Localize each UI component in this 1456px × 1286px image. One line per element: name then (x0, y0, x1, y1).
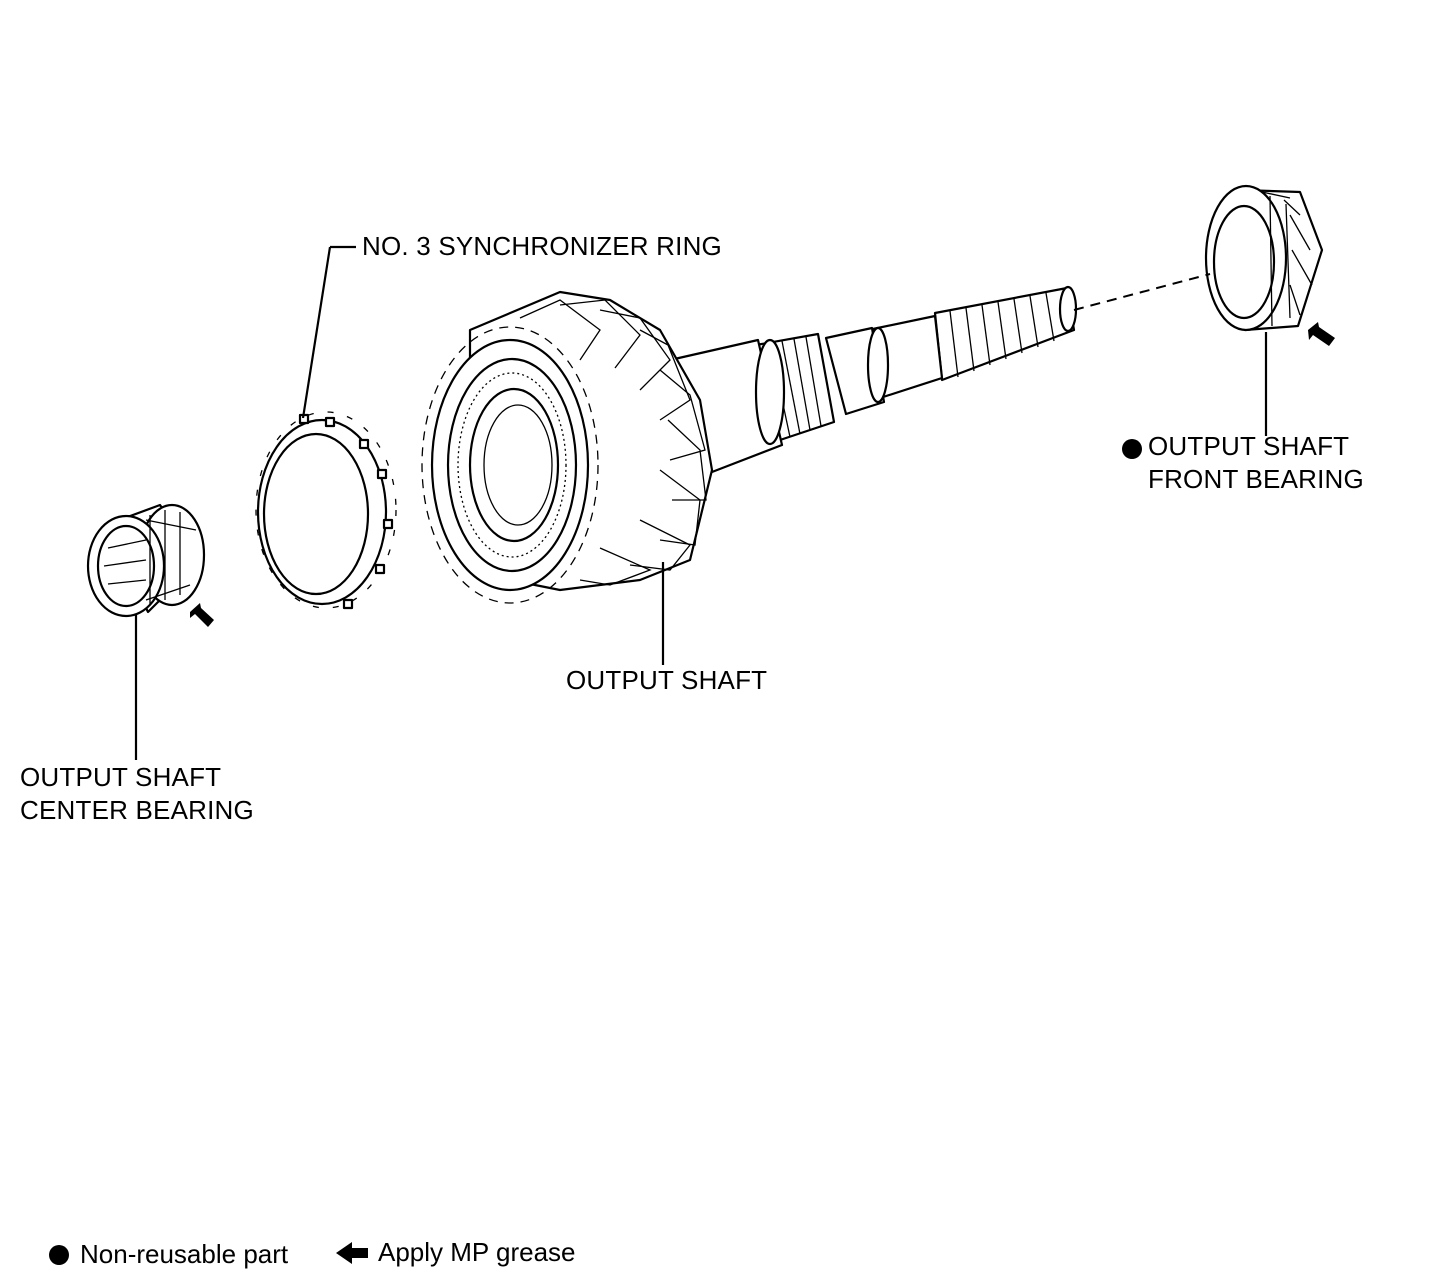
non-reusable-marker-icon (1122, 439, 1142, 459)
front-bearing-label-line1: OUTPUT SHAFT (1148, 431, 1350, 461)
left-arrow-icon (336, 1242, 368, 1264)
front-bearing-label-line2: FRONT BEARING (1148, 464, 1364, 494)
alignment-dashed-line (1073, 273, 1211, 311)
helical-gear (421, 290, 714, 665)
legend-non-reusable: Non-reusable part (80, 1239, 289, 1269)
center-bearing-label-line2: CENTER BEARING (20, 795, 254, 825)
synchronizer-ring (255, 245, 397, 610)
sync-ring-label: NO. 3 SYNCHRONIZER RING (362, 231, 722, 261)
output-shaft-label: OUTPUT SHAFT (566, 665, 768, 695)
output-shaft (668, 285, 1078, 474)
legend-grease: Apply MP grease (378, 1237, 576, 1267)
grease-arrow-icon (1308, 322, 1335, 346)
center-bearing (86, 503, 206, 760)
front-bearing (1204, 184, 1324, 436)
filled-circle-icon (49, 1245, 69, 1265)
grease-arrow-icon (190, 603, 214, 627)
center-bearing-label-line1: OUTPUT SHAFT (20, 762, 222, 792)
